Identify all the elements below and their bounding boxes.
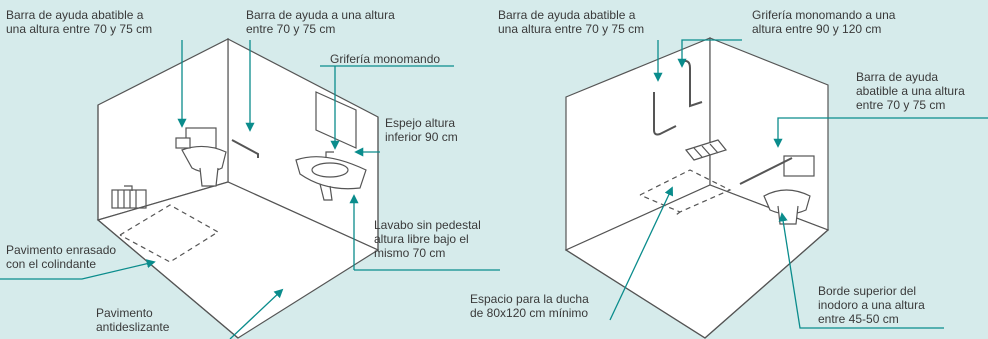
callout-arrows bbox=[0, 39, 988, 339]
label-left-swing-bar: Barra de ayuda abatible a una altura ent… bbox=[6, 8, 153, 36]
right-room-drawing bbox=[564, 37, 830, 339]
left-room-drawing bbox=[96, 38, 380, 339]
left-toilet bbox=[175, 127, 227, 187]
arrow-right-toilet-bar bbox=[773, 117, 988, 148]
right-folding-seat bbox=[684, 139, 728, 161]
label-right-toilet-bar: Barra de ayuda abatible a una altura ent… bbox=[856, 70, 965, 112]
arrow-right-shower bbox=[609, 186, 674, 321]
arrow-left-nonslip bbox=[229, 288, 284, 339]
arrow-left-sink bbox=[354, 196, 500, 271]
left-sink bbox=[295, 151, 367, 201]
label-left-flush-floor: Pavimento enrasado con el colindante bbox=[6, 243, 117, 271]
label-right-toilet-rim: Borde superior del inodoro a una altura … bbox=[818, 284, 925, 326]
left-room-dashed-area bbox=[119, 204, 220, 263]
arrow-left-faucet bbox=[320, 65, 454, 148]
label-right-swing-bar: Barra de ayuda abatible a una altura ent… bbox=[498, 8, 645, 36]
arrow-right-toilet-rim bbox=[778, 212, 944, 329]
label-left-fixed-bar: Barra de ayuda a una altura entre 70 y 7… bbox=[246, 8, 395, 36]
label-left-mirror: Espejo altura inferior 90 cm bbox=[385, 116, 458, 144]
left-folding-seat bbox=[111, 185, 147, 209]
right-shower-bar-left bbox=[653, 92, 677, 136]
label-left-sink: Lavabo sin pedestal altura libre bajo el… bbox=[374, 218, 481, 260]
label-right-shower-faucet: Grifería monomando a una altura entre 90… bbox=[752, 8, 896, 36]
left-fixed-bar bbox=[231, 139, 259, 158]
label-left-nonslip-floor: Pavimento antideslizante bbox=[96, 306, 170, 334]
label-left-faucet: Grifería monomando bbox=[330, 52, 441, 66]
arrow-left-flush-floor bbox=[0, 259, 156, 280]
right-room-dashed-area bbox=[639, 169, 732, 213]
arrow-right-faucet bbox=[677, 39, 742, 68]
right-toilet-bar bbox=[739, 157, 793, 185]
label-right-shower-space: Espacio para la ducha de 80x120 cm mínim… bbox=[470, 292, 589, 320]
